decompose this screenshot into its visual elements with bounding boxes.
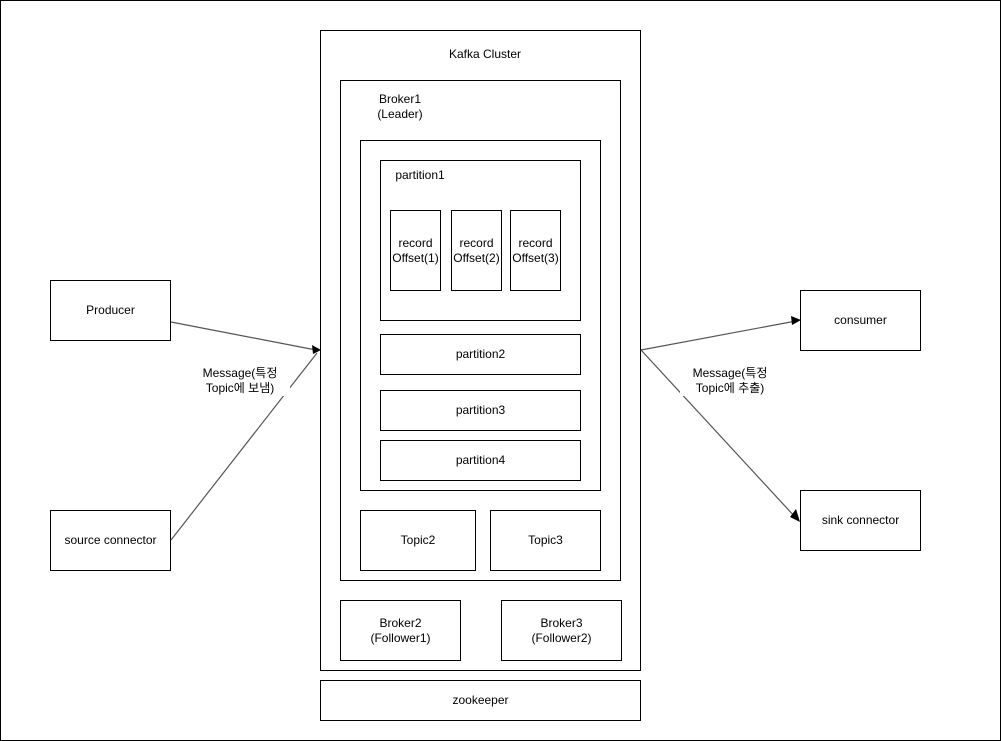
broker1-label: Broker1 (Leader): [377, 92, 423, 121]
partition1-label: partition1: [395, 168, 445, 182]
kafka-cluster-title: Kafka Cluster: [448, 47, 522, 61]
record-2: record Offset(2): [451, 210, 502, 291]
topic2-box: Topic2: [360, 510, 476, 571]
record-1: record Offset(1): [390, 210, 441, 291]
partition2-box: partition2: [380, 334, 581, 375]
producer-box: Producer: [50, 280, 171, 341]
partition3-box: partition3: [380, 390, 581, 431]
record-3: record Offset(3): [510, 210, 561, 291]
topic3-box: Topic3: [490, 510, 601, 571]
inbound-message-label: Message(특정 Topic에 보냄): [190, 366, 290, 396]
consumer-box: consumer: [800, 290, 921, 351]
broker3-box: Broker3 (Follower2): [501, 600, 622, 661]
broker2-box: Broker2 (Follower1): [340, 600, 461, 661]
outbound-message-label: Message(특정 Topic에 추출): [680, 366, 780, 396]
partition4-box: partition4: [380, 440, 581, 481]
sink-connector-box: sink connector: [800, 490, 921, 551]
source-connector-box: source connector: [50, 510, 171, 571]
zookeeper-box: zookeeper: [320, 680, 641, 721]
